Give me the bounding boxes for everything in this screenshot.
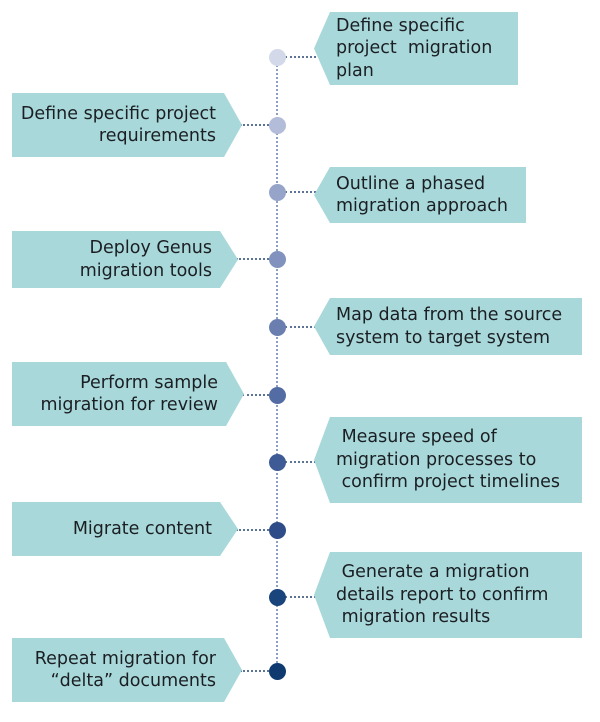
step-box-10: Repeat migration for“delta” documents [12, 638, 242, 702]
timeline-dot [268, 588, 286, 606]
step-label-line: Perform sample [80, 372, 218, 393]
step-connector [285, 191, 316, 193]
step-connector [285, 596, 316, 598]
step-label-line: migration for review [40, 395, 218, 415]
timeline-dot [268, 116, 286, 134]
step-label-line: Repeat migration for [34, 648, 216, 669]
step-connector [236, 529, 269, 531]
step-connector [240, 670, 269, 672]
step-connector [240, 124, 269, 126]
step-label-line: system to target system [336, 327, 550, 348]
timeline-dot [268, 386, 286, 404]
step-connector [242, 394, 269, 396]
step-label-line: plan [336, 60, 374, 81]
step-label-line: migration processes to [336, 449, 537, 470]
step-label-line: migration results [336, 607, 491, 628]
step-connector [236, 258, 269, 260]
step-label-line: project migration [336, 38, 493, 59]
step-label-line: Define specific project [20, 103, 216, 124]
step-label-line: requirements [98, 126, 216, 146]
timeline-dot [268, 250, 286, 268]
step-label-line: “delta” documents [50, 671, 216, 691]
step-connector [285, 56, 316, 58]
step-label-line: Migrate content [72, 518, 212, 539]
timeline-dot [268, 183, 286, 201]
timeline-dot [268, 48, 286, 66]
step-box-8: Migrate content [12, 502, 238, 556]
timeline-dot [268, 521, 286, 539]
timeline-dot [268, 453, 286, 471]
step-label-line: Deploy Genus [89, 238, 212, 258]
timeline-spine [276, 57, 278, 671]
step-label-line: Measure speed of [336, 427, 497, 448]
step-label-line: details report to confirm [336, 584, 549, 605]
step-label-line: confirm project timelines [336, 472, 561, 493]
step-label-line: migration approach [336, 196, 508, 216]
step-label-line: Generate a migration [336, 562, 530, 583]
step-label-line: Map data from the source [336, 305, 563, 325]
timeline-dot [268, 662, 286, 680]
step-connector [285, 326, 316, 328]
timeline-dot [268, 318, 286, 336]
step-label-line: Outline a phased [336, 173, 486, 194]
step-label-line: Define specific [336, 15, 465, 36]
step-label-line: migration tools [79, 260, 212, 281]
step-connector [285, 461, 316, 463]
